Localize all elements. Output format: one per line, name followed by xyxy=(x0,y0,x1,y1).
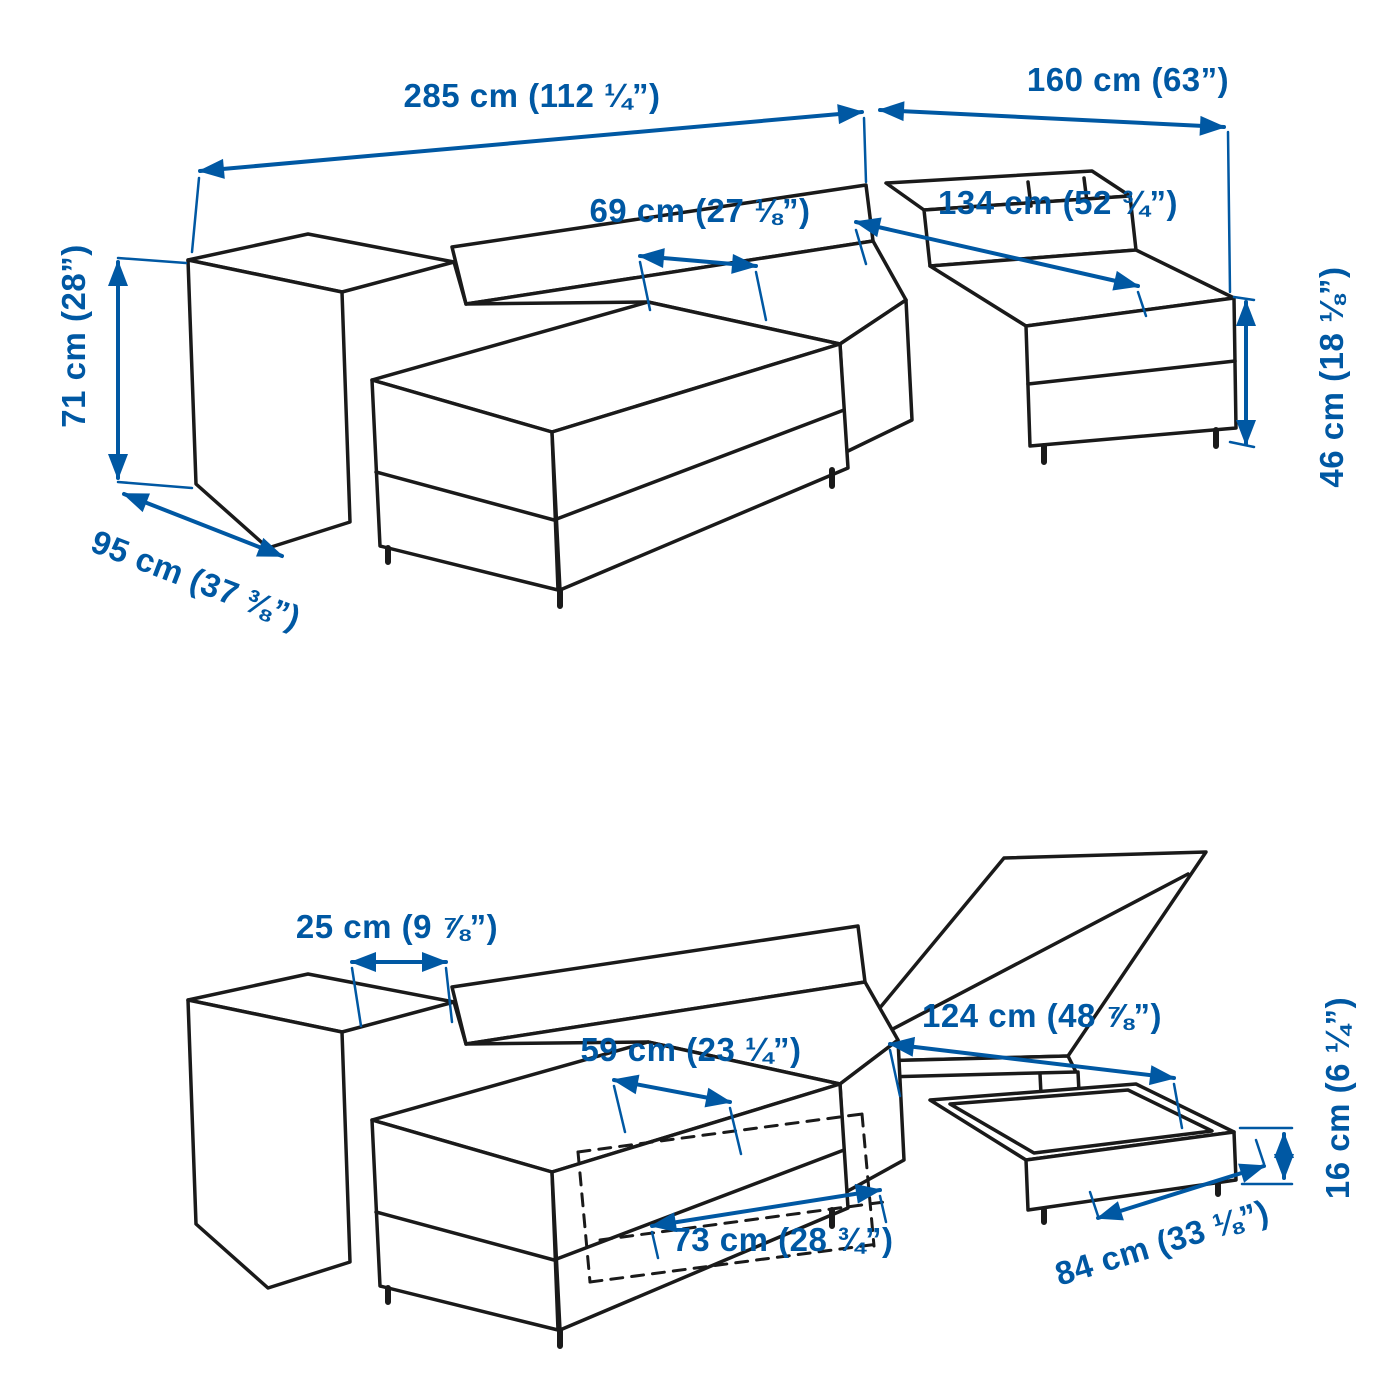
dim-arrow-seat-width xyxy=(638,248,758,274)
dim-label-storage-inner-length: 73 cm (28 ¾”) xyxy=(672,1221,894,1258)
dim-label-seat-height: 46 cm (18 ⅛”) xyxy=(1313,266,1350,488)
dimension-lines-open-storage xyxy=(350,952,1294,1260)
dim-arrow-chaise-section-width xyxy=(878,101,1226,136)
dim-label-seat-width: 69 cm (27 ⅛”) xyxy=(589,192,811,229)
dim-label-storage-depth: 16 cm (6 ¼”) xyxy=(1319,996,1356,1200)
dim-arrow-storage-width xyxy=(1096,1163,1266,1221)
dim-label-chaise-length: 134 cm (52 ¾”) xyxy=(938,184,1178,221)
dim-arrow-storage-inner-length xyxy=(650,1183,882,1233)
sofa-line-art-assembled xyxy=(186,169,1238,609)
dim-label-storage-length: 124 cm (48 ⅞”) xyxy=(922,997,1162,1034)
dim-arrow-depth xyxy=(122,492,284,558)
dimension-lines-assembled xyxy=(108,101,1256,558)
dim-label-armrest-width: 25 cm (9 ⅞”) xyxy=(295,908,499,945)
dim-arrow-chaise-length xyxy=(854,217,1140,291)
dim-label-total-width: 285 cm (112 ¼”) xyxy=(403,77,661,114)
dim-label-chaise-section-width: 160 cm (63”) xyxy=(1026,61,1230,98)
dim-label-seat-opening-depth: 59 cm (23 ¼”) xyxy=(580,1031,802,1068)
dim-arrow-seat-opening-depth xyxy=(612,1074,732,1108)
dim-arrow-total-width xyxy=(198,104,864,179)
dim-label-height: 71 cm (28”) xyxy=(55,244,92,428)
dim-arrow-storage-length xyxy=(888,1036,1176,1086)
